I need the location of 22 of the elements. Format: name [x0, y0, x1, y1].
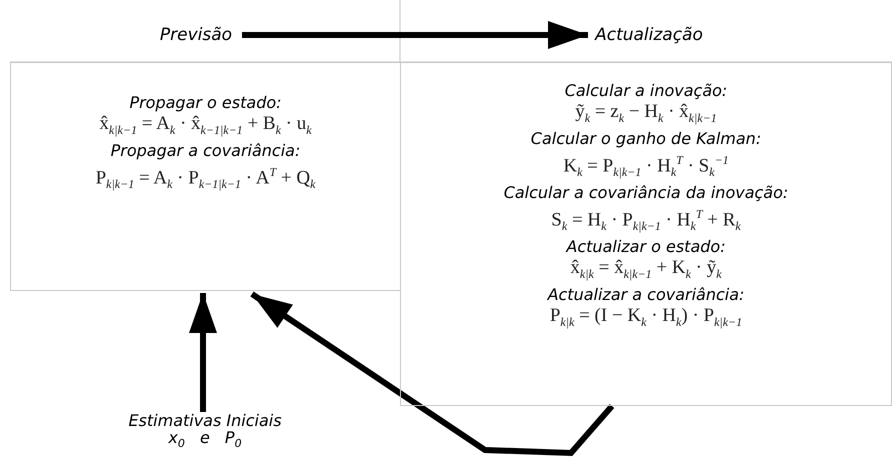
arrow [242, 21, 588, 49]
step-panel [10, 62, 401, 291]
step-title: Propagar a covariância: [110, 140, 300, 161]
caption-text: Estimativas Iniciais [128, 412, 282, 429]
column-heading: Actualização [588, 24, 710, 46]
formula: x$_{0}$ e P$_{0}$ [168, 429, 242, 452]
formula: x̂$_{k|k−1}$ = A$_{k}$ · x̂$_{k−1|k−1}$ + B$_{k}$ · u$_{k}$ [99, 113, 312, 139]
formula: ỹ$_{k}$ = z$_{k}$ − H$_{k}$ · x̂$_{k|k−1}$ [575, 101, 717, 127]
step-title: Actualizar o estado: [566, 237, 726, 258]
step-title: Calcular a inovação: [564, 81, 728, 101]
formula: P$_{k|k}$ = (I − K$_{k}$ · H$_{k}$) · P$_{k|k−1}$ [550, 304, 742, 331]
column-heading: Previsão [150, 24, 242, 46]
arrow [250, 292, 614, 456]
step-title: Calcular o ganho de Kalman: [530, 128, 762, 149]
arrow [189, 293, 217, 412]
formula: S$_{k}$ = H$_{k}$ · P$_{k|k−1}$ · H$_{k}$$^{T}$ + R$_{k}$ [551, 206, 741, 236]
formula: P$_{k|k−1}$ = A$_{k}$ · P$_{k−1|k−1}$ · A$^{T}$ + Q$_{k}$ [96, 164, 316, 193]
step-title: Calcular a covariância da inovação: [504, 182, 788, 203]
step-panel [400, 62, 892, 406]
formula: x̂$_{k|k}$ = x̂$_{k|k−1}$ + K$_{k}$ · ỹ$_{k}$ [570, 257, 722, 283]
step-title: Actualizar a covariância: [548, 284, 744, 305]
step-title: Propagar o estado: [129, 93, 282, 113]
